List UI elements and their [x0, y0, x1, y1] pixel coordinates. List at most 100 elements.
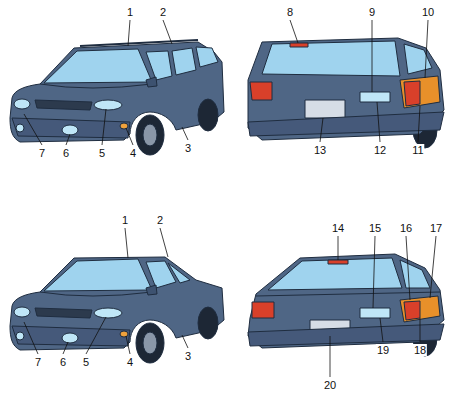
callout-number: 11	[411, 144, 424, 156]
leader-line	[373, 236, 375, 308]
leader-line	[160, 228, 168, 257]
tail-light	[400, 76, 440, 108]
headlight	[14, 99, 30, 109]
callout-number: 12	[373, 144, 387, 156]
leader-line	[63, 342, 68, 354]
leader-line	[102, 109, 106, 145]
leader-line	[330, 336, 331, 377]
leader-line	[418, 106, 420, 142]
wheel-hub	[143, 124, 157, 146]
callout-number: 5	[82, 356, 90, 368]
leader-line	[406, 236, 410, 300]
leader-lines	[24, 20, 436, 377]
leader-line	[430, 236, 436, 298]
side-marker	[120, 331, 128, 337]
hood-line	[40, 84, 152, 88]
bumper	[12, 118, 130, 138]
side-window	[168, 263, 190, 283]
callout-number: 1	[126, 6, 134, 18]
grille	[35, 308, 92, 318]
leader-line	[380, 318, 383, 342]
leader-line	[86, 317, 106, 354]
callout-number: 18	[413, 344, 427, 356]
leader-line	[372, 20, 373, 92]
plate	[305, 100, 345, 118]
leader-line	[24, 322, 38, 354]
roof-rail	[80, 40, 198, 46]
leader-line	[163, 20, 172, 44]
car-body	[248, 38, 444, 140]
fog-light	[62, 125, 78, 135]
bumper	[248, 324, 444, 346]
reverse-lamp	[360, 308, 390, 318]
callout-number: 1	[121, 214, 129, 226]
leader-line	[320, 118, 323, 142]
wheel	[198, 99, 218, 131]
leader-line	[338, 236, 339, 260]
rear-glass	[268, 258, 402, 290]
callout-number: 16	[399, 222, 413, 234]
leader-line	[182, 335, 188, 348]
car-body	[248, 254, 444, 348]
hood-line	[40, 292, 152, 296]
car-body	[10, 257, 224, 350]
sedan-rear	[248, 254, 444, 356]
leader-line	[126, 336, 130, 354]
leader-line	[125, 228, 128, 258]
callout-number: 9	[368, 6, 376, 18]
callout-number: 13	[313, 144, 327, 156]
callout-number: 17	[429, 222, 443, 234]
leader-line	[182, 127, 188, 140]
leader-line	[66, 134, 70, 145]
leader-line	[24, 114, 42, 145]
wheel	[136, 323, 164, 363]
side-mirror	[146, 285, 157, 295]
callout-number: 5	[98, 147, 106, 159]
headlight	[14, 307, 30, 317]
callout-number: 6	[62, 147, 70, 159]
side-marker	[120, 123, 128, 129]
sedan-front	[10, 257, 224, 363]
callout-number: 6	[59, 356, 67, 368]
headlight	[94, 100, 122, 110]
callout-number: 20	[323, 379, 337, 391]
tail-light	[250, 82, 272, 100]
leader-line	[377, 102, 380, 142]
car-body	[10, 42, 224, 142]
leader-line	[425, 20, 428, 78]
side-window	[146, 261, 176, 288]
wheel-hub	[143, 332, 157, 354]
fog-light	[16, 332, 24, 340]
bumper	[248, 112, 444, 136]
stop-lamp	[290, 43, 308, 47]
headlight	[94, 308, 122, 318]
callout-number: 4	[126, 356, 134, 368]
wagon-rear	[248, 38, 444, 148]
trunk-line	[256, 292, 440, 296]
reverse-lamp	[360, 92, 390, 102]
side-window	[196, 47, 218, 67]
windshield	[44, 49, 152, 83]
grille	[35, 100, 92, 110]
tail-light	[252, 302, 274, 318]
callout-number: 7	[34, 356, 42, 368]
wheel	[198, 307, 218, 339]
callout-number: 15	[368, 222, 382, 234]
callout-number: 3	[184, 142, 192, 154]
wheel	[136, 115, 164, 155]
leader-line	[126, 128, 133, 145]
rear-glass	[262, 41, 400, 76]
leader-line	[290, 20, 298, 43]
callout-number: 7	[38, 147, 46, 159]
leader-line	[128, 20, 130, 46]
wagon-front	[10, 40, 224, 155]
callout-number: 2	[156, 214, 164, 226]
side-window	[404, 44, 432, 74]
leader-line	[420, 318, 421, 342]
callout-number: 19	[376, 344, 390, 356]
side-mirror	[146, 77, 157, 87]
fog-light	[16, 124, 24, 132]
callout-number: 8	[286, 6, 294, 18]
tail-light	[404, 301, 420, 320]
